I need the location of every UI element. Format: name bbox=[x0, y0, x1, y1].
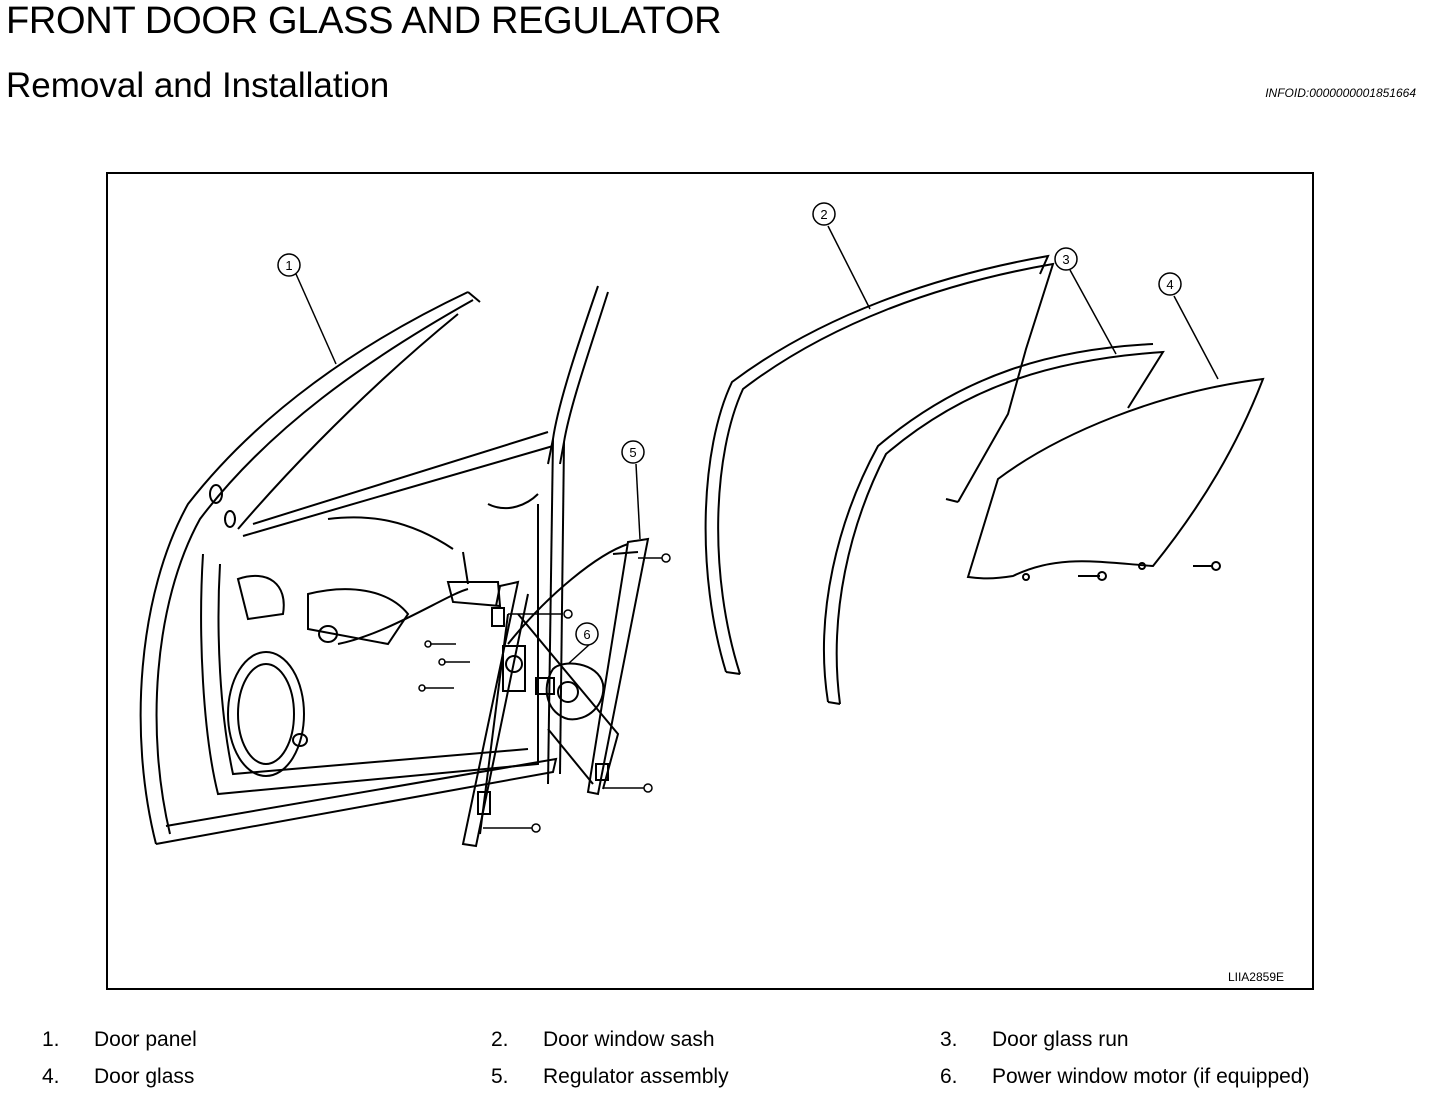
callout-label-5: 5 bbox=[629, 445, 636, 460]
figure-code: LIIA2859E bbox=[1227, 970, 1284, 984]
legend-number: 6. bbox=[940, 1065, 958, 1088]
legend-label: Door panel bbox=[94, 1028, 197, 1051]
legend-number: 1. bbox=[42, 1028, 60, 1051]
legend-number: 5. bbox=[491, 1065, 509, 1088]
callout-6 bbox=[575, 622, 599, 646]
callout-label-3: 3 bbox=[1062, 252, 1069, 267]
door-glass-drawing bbox=[966, 377, 1265, 581]
section-subtitle: Removal and Installation bbox=[6, 66, 390, 105]
callout-label-6: 6 bbox=[583, 627, 590, 642]
callout-1 bbox=[277, 253, 301, 277]
callout-4 bbox=[1158, 272, 1182, 296]
fasteners-drawing bbox=[418, 553, 671, 833]
legend-label: Door glass bbox=[94, 1065, 195, 1088]
callout-3 bbox=[1054, 247, 1078, 271]
regulator-assembly-drawing bbox=[446, 537, 650, 848]
legend-number: 2. bbox=[491, 1028, 509, 1051]
info-id: INFOID:0000000001851664 bbox=[1265, 86, 1416, 100]
callout-2 bbox=[812, 202, 836, 226]
legend-label: Door window sash bbox=[543, 1028, 715, 1051]
legend-label: Door glass run bbox=[992, 1028, 1129, 1051]
legend-label: Power window motor (if equipped) bbox=[992, 1065, 1310, 1088]
leader-lines bbox=[295, 225, 1219, 665]
legend-number: 3. bbox=[940, 1028, 958, 1051]
callout-circles bbox=[277, 202, 1182, 646]
callout-5 bbox=[621, 440, 645, 464]
legend-number: 4. bbox=[42, 1065, 60, 1088]
diagram-drawing: 1 2 3 4 5 6 bbox=[139, 202, 1265, 848]
page-title: FRONT DOOR GLASS AND REGULATOR bbox=[6, 0, 722, 42]
door-window-sash-drawing bbox=[704, 254, 1055, 675]
legend-label: Regulator assembly bbox=[543, 1065, 729, 1088]
callout-label-1: 1 bbox=[285, 258, 292, 273]
power-window-motor-drawing bbox=[535, 662, 605, 721]
callout-label-4: 4 bbox=[1166, 277, 1173, 292]
door-panel-drawing bbox=[139, 285, 609, 845]
exploded-diagram: 1 2 3 4 5 6 LIIA2859E bbox=[106, 172, 1314, 990]
callout-label-2: 2 bbox=[820, 207, 827, 222]
door-glass-run-drawing bbox=[823, 343, 1165, 705]
